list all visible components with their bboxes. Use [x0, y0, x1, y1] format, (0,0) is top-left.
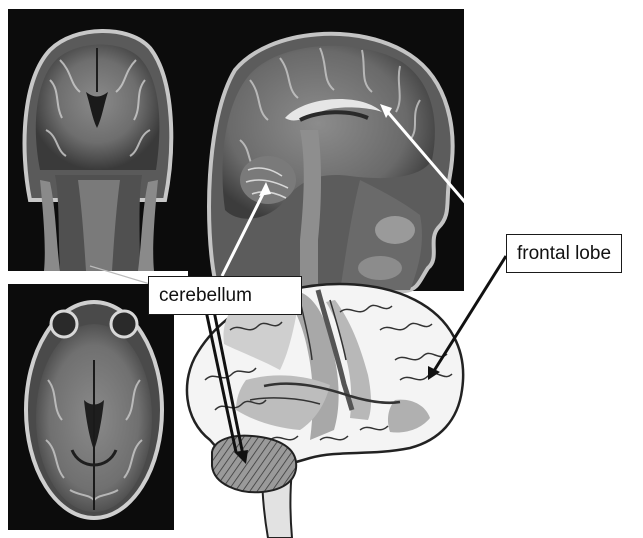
axial-mri-panel	[8, 284, 174, 530]
coronal-mri-panel	[8, 9, 188, 271]
cerebellum-label: cerebellum	[148, 276, 302, 315]
frontal-lobe-label: frontal lobe	[506, 234, 622, 273]
sagittal-mri-panel	[188, 9, 464, 291]
